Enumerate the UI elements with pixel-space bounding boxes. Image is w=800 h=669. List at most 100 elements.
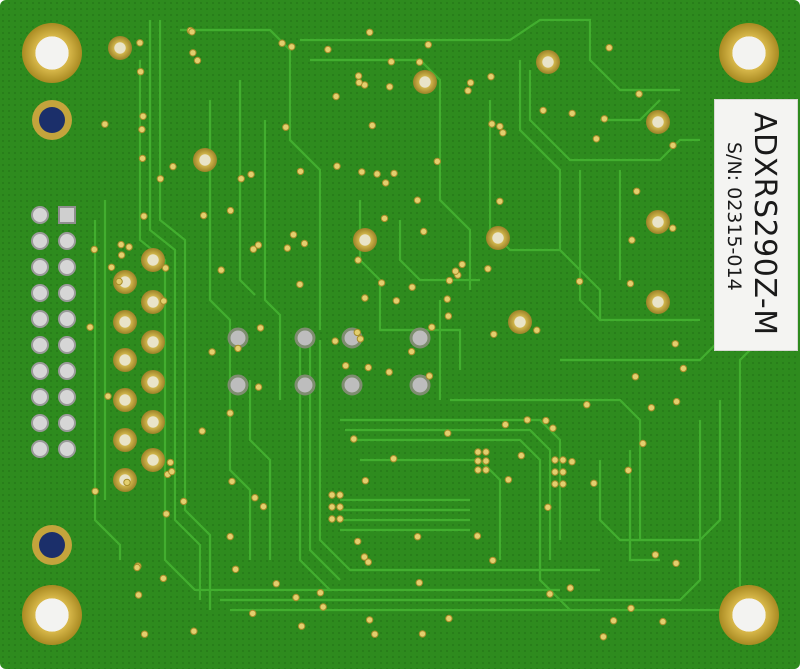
via [226,409,234,417]
via [364,558,372,566]
via [496,122,504,131]
via [413,196,422,204]
via [599,633,608,641]
plated-hole [113,428,137,452]
via [134,591,143,599]
via [542,416,550,425]
via [189,49,197,57]
header-pin-square [58,206,76,224]
via [366,28,374,36]
plated-hole [536,50,560,74]
via [626,279,635,288]
via [627,604,635,612]
via [385,368,393,376]
via [117,251,126,259]
via [382,179,390,187]
header-pin [58,310,76,328]
via [133,563,141,572]
via [336,503,344,511]
plated-hole [353,228,377,252]
via [389,455,398,463]
pin-header [31,206,76,458]
via [482,457,490,465]
via [415,58,424,66]
mount-hole-top-left [22,23,82,83]
via [482,466,490,474]
via [368,121,376,130]
via [237,175,245,183]
via [504,476,513,484]
header-pin [58,336,76,354]
via [350,435,358,443]
via [669,224,677,232]
header-pin [31,414,49,432]
header-pin [31,258,49,276]
via [180,497,188,506]
header-pin [31,232,49,250]
via [123,478,131,487]
via [671,340,679,348]
via [631,373,640,381]
via [139,112,147,121]
header-pin [31,440,49,458]
via [328,491,336,499]
via [386,83,394,91]
via [499,129,507,137]
via [101,120,109,128]
via [361,294,369,302]
via [628,236,636,244]
plated-hole [113,348,137,372]
via [583,401,591,409]
via [474,448,482,456]
via [445,614,453,623]
via [140,630,149,638]
sensor-pad [409,327,431,349]
via [600,115,609,123]
part-number: ADXRS290Z-M [747,112,782,336]
via [566,584,574,592]
via [188,28,196,36]
dark-pad-top [39,107,65,133]
via [140,212,148,220]
via [533,326,541,334]
plated-hole [141,330,165,354]
sensor-pads [227,327,431,396]
sensor-pad [227,374,249,396]
via [353,328,361,337]
via [484,265,492,273]
header-pin [58,362,76,380]
via [371,630,379,638]
header-pin [31,388,49,406]
via [487,73,495,81]
via [464,87,472,95]
via [418,630,427,638]
via [272,580,280,588]
via [226,206,235,215]
via [466,79,475,87]
copper-traces [93,18,761,612]
via [328,515,336,523]
header-pin [58,388,76,406]
via [364,363,372,372]
via [451,267,460,275]
via [474,457,482,465]
via [635,90,643,98]
via [228,477,236,486]
via [296,280,304,289]
via [551,456,559,464]
via [624,466,632,474]
header-pin [58,440,76,458]
header-pin [58,258,76,276]
via [428,323,436,331]
via [659,617,667,626]
via [234,344,242,353]
via [249,245,258,253]
sensor-pad [341,374,363,396]
via [166,458,175,467]
plated-hole [141,448,165,472]
via [138,125,146,134]
mounting-holes [22,23,779,645]
via [672,397,681,406]
via [138,154,147,163]
